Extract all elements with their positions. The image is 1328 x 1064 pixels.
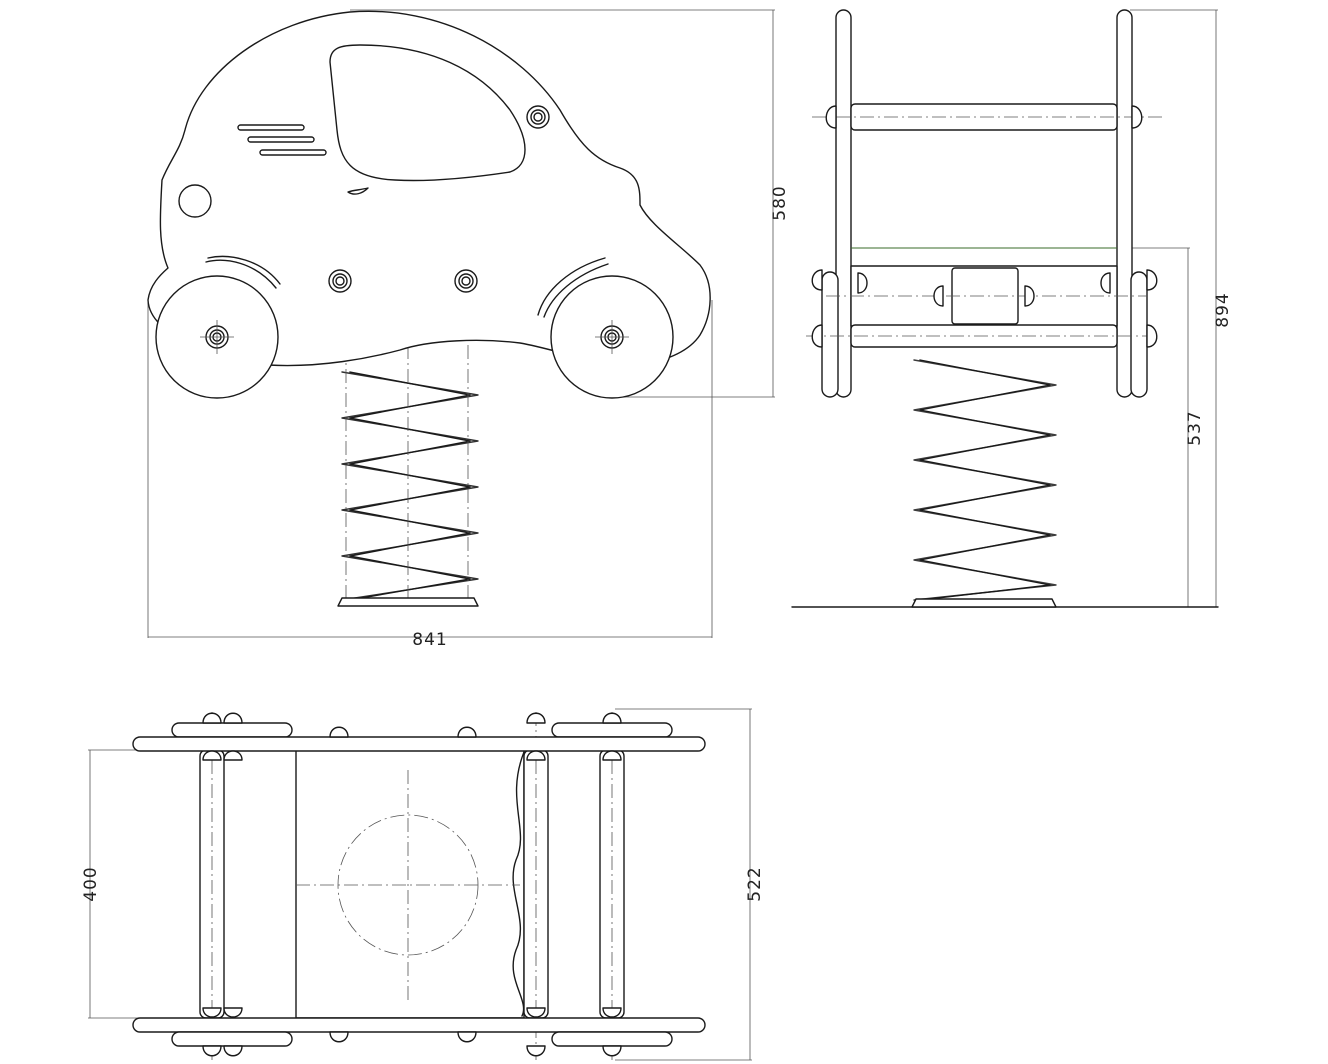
front-wheel-left bbox=[155, 275, 279, 399]
front-view: 841 580 bbox=[147, 9, 790, 650]
side-spring bbox=[911, 359, 1057, 608]
front-bolts bbox=[328, 105, 550, 293]
car-body bbox=[147, 10, 711, 367]
car-window bbox=[329, 44, 526, 182]
dim-front-height: 580 bbox=[770, 185, 790, 220]
headlight bbox=[178, 184, 212, 218]
side-view: 894 537 bbox=[791, 9, 1233, 608]
front-wheel-right bbox=[550, 275, 674, 399]
dim-top-length: 522 bbox=[745, 866, 765, 901]
dim-side-total-height: 894 bbox=[1213, 292, 1233, 327]
dim-front-width: 841 bbox=[412, 630, 447, 650]
front-spring bbox=[337, 345, 479, 607]
top-view: 400 522 bbox=[81, 708, 765, 1061]
dim-side-spring-height: 537 bbox=[1185, 410, 1205, 445]
dim-top-width: 400 bbox=[81, 866, 101, 901]
seat-block bbox=[951, 267, 1019, 325]
top-bolt-caps bbox=[202, 712, 622, 1057]
